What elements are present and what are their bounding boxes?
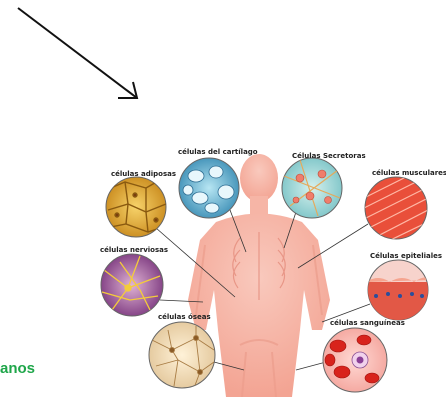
label-secretory-cells: Células Secretoras: [292, 152, 366, 160]
label-adipose-cells: células adiposas: [111, 170, 176, 178]
cropped-text-fragment: anos: [0, 360, 35, 377]
adipose-cells-circle: [106, 177, 166, 237]
secretory-cells-circle: [282, 158, 342, 218]
label-cartilage-cells: células del cartílago: [178, 148, 258, 156]
cartilage-cells-circle: [179, 158, 239, 218]
label-bone-cells: células óseas: [158, 313, 211, 321]
muscle-cells-circle: [360, 166, 432, 246]
arrow-icon: [18, 8, 137, 98]
label-nerve-cells: células nerviosas: [100, 246, 168, 254]
label-blood-cells: células sanguíneas: [330, 319, 405, 327]
nerve-cells-circle: [101, 254, 163, 316]
label-muscle-cells: células musculares: [372, 169, 446, 177]
bone-cells-circle: [149, 322, 215, 388]
epithelial-cells-circle: [366, 260, 432, 322]
blood-cells-circle: [323, 328, 387, 392]
label-epithelial-cells: Células epiteliales: [370, 252, 442, 260]
